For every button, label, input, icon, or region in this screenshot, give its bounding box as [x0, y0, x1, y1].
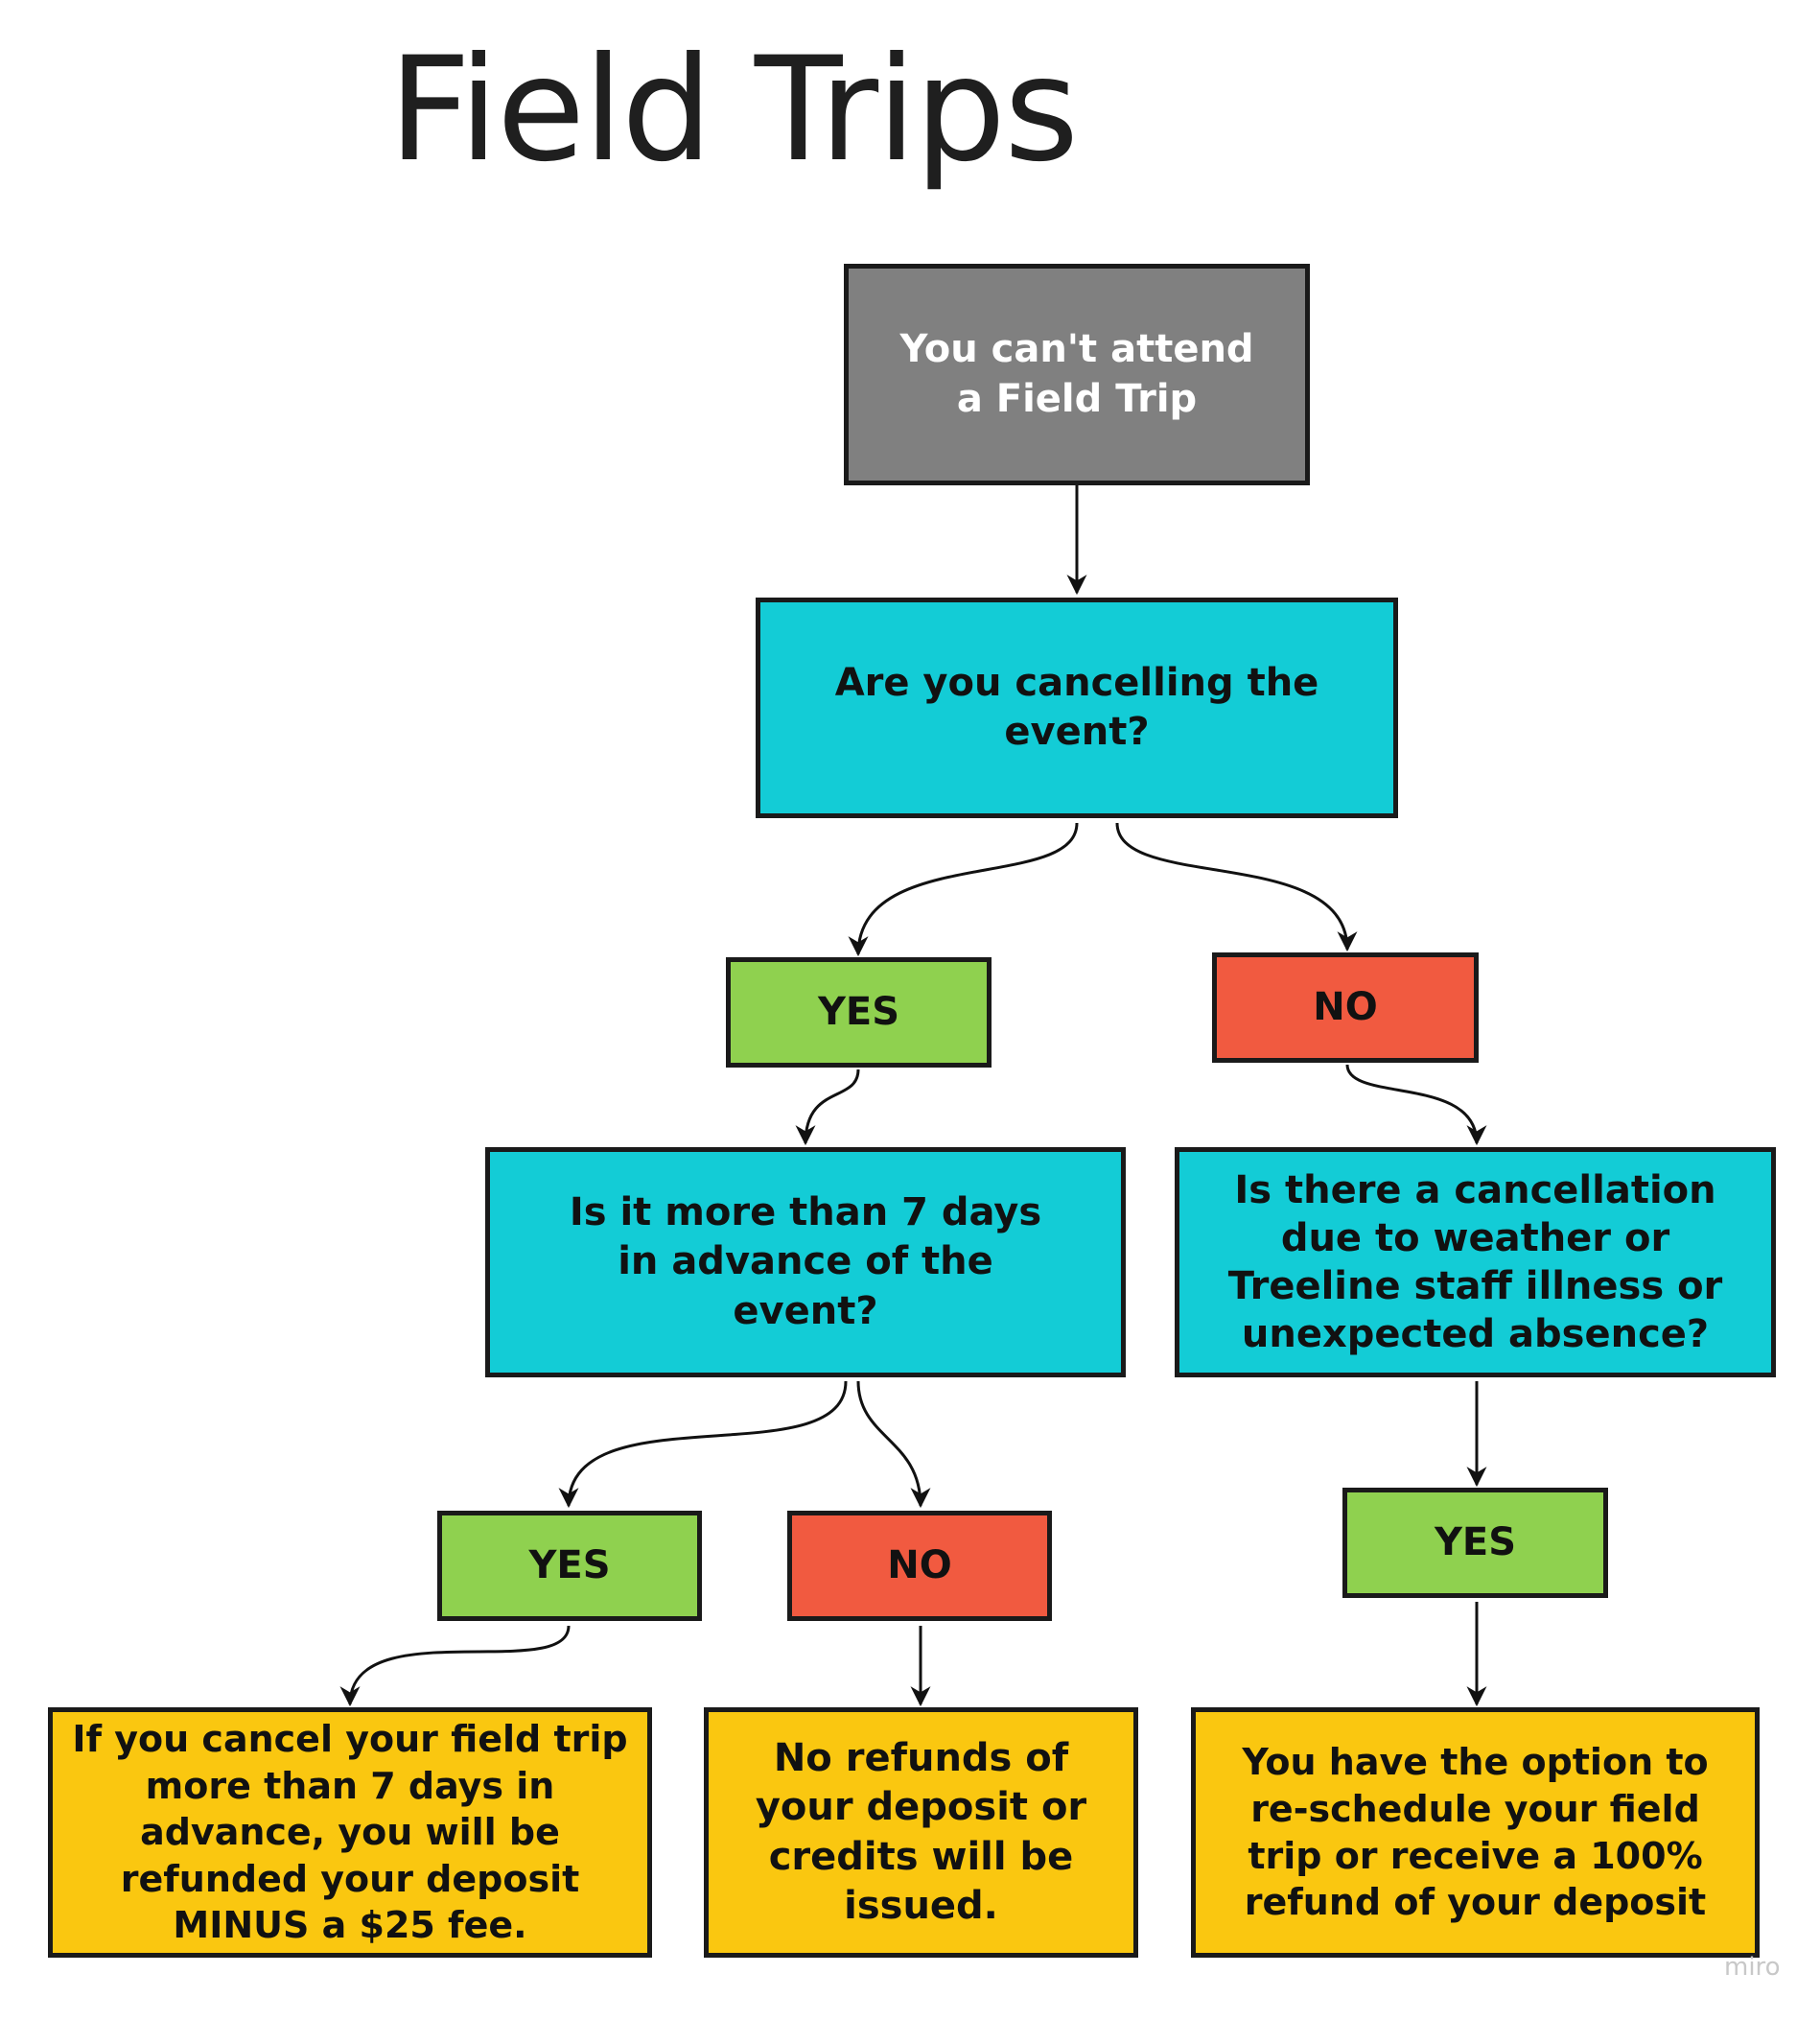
miro-watermark: miro	[1724, 1953, 1781, 1982]
node-outcome-no-refund: No refunds of your deposit or credits wi…	[704, 1707, 1138, 1958]
node-yes-advance-label: YES	[528, 1542, 611, 1587]
node-question-cancelling-label: Are you cancelling the event?	[834, 660, 1319, 754]
node-start-label: You can't attend a Field Trip	[899, 327, 1254, 421]
node-no-cancelling: NO	[1212, 952, 1479, 1063]
node-yes-advance: YES	[437, 1511, 702, 1621]
node-question-cancelling: Are you cancelling the event?	[756, 598, 1398, 818]
node-outcome-no-refund-label: No refunds of your deposit or credits wi…	[755, 1736, 1087, 1928]
node-yes-weather-label: YES	[1434, 1519, 1517, 1564]
node-no-advance-label: NO	[887, 1542, 952, 1587]
node-yes-cancelling-label: YES	[817, 989, 900, 1034]
edge-yes-1-to-q-advance	[795, 1069, 860, 1146]
node-no-cancelling-label: NO	[1313, 984, 1378, 1029]
node-start: You can't attend a Field Trip	[844, 264, 1310, 485]
edge-yes-2-to-outcome-refund	[339, 1625, 571, 1707]
node-question-weather: Is there a cancellation due to weather o…	[1175, 1147, 1776, 1377]
node-yes-weather: YES	[1342, 1488, 1608, 1598]
node-outcome-refund-minus-fee-label: If you cancel your field trip more than …	[72, 1717, 628, 1947]
node-outcome-refund-minus-fee: If you cancel your field trip more than …	[48, 1707, 652, 1958]
node-question-advance-label: Is it more than 7 days in advance of the…	[569, 1190, 1042, 1333]
node-outcome-reschedule-label: You have the option to re-schedule your …	[1242, 1741, 1709, 1924]
edge-q-cancel-to-yes-1	[848, 822, 1079, 957]
edge-q-advance-to-no-2	[856, 1380, 931, 1509]
node-outcome-reschedule: You have the option to re-schedule your …	[1191, 1707, 1760, 1958]
edge-no-1-to-q-weather	[1345, 1064, 1487, 1146]
node-question-weather-label: Is there a cancellation due to weather o…	[1227, 1168, 1723, 1356]
page-title: Field Trips	[388, 27, 1079, 194]
node-question-advance: Is it more than 7 days in advance of the…	[485, 1147, 1126, 1377]
node-yes-cancelling: YES	[726, 957, 992, 1068]
edge-q-advance-to-yes-2	[558, 1380, 848, 1509]
node-no-advance: NO	[787, 1511, 1052, 1621]
edge-q-cancel-to-no-1	[1115, 822, 1358, 952]
